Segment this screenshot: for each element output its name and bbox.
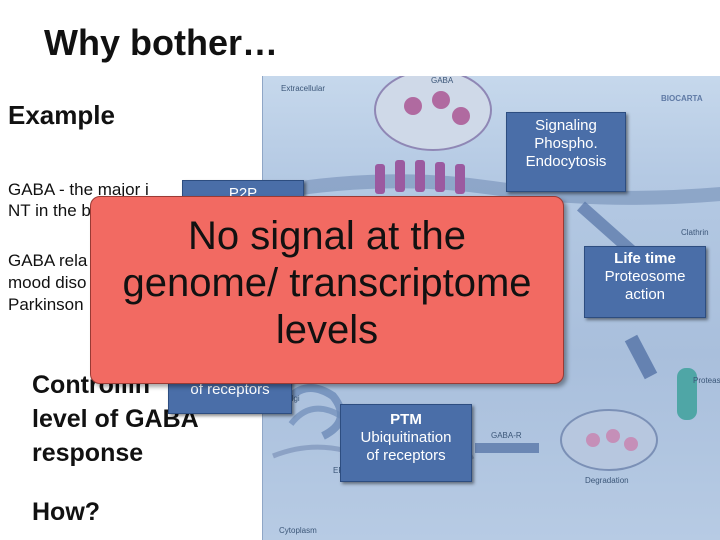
degradation-label: Degradation <box>585 476 629 485</box>
gaba-r-label: GABA-R <box>491 431 522 440</box>
receptor-icon <box>415 160 425 192</box>
proteasome-icon <box>677 368 697 420</box>
gaba-text-line2: NT in the b <box>8 201 91 220</box>
callout-line1: No signal at the <box>188 214 466 258</box>
lifetime-line2: Proteosome <box>604 268 686 285</box>
golgi-icon <box>279 384 345 440</box>
gaba-related-line1: GABA rela <box>8 251 88 270</box>
lifetime-line1: Life time <box>614 250 676 267</box>
gaba-vesicle-icon <box>452 107 470 125</box>
proteasome-label: Proteasome <box>693 376 720 385</box>
slide-title: Why bother… <box>44 22 278 63</box>
gaba-vesicle-icon <box>404 97 422 115</box>
presynaptic-terminal <box>374 76 492 151</box>
how-question: How? <box>32 498 101 526</box>
brand-label: BIOCARTA <box>661 94 703 103</box>
lifetime-box: Life time Proteosome action <box>584 246 706 318</box>
clathrin-label: Clathrin <box>681 228 709 237</box>
gaba-label: GABA <box>431 76 454 85</box>
signaling-line2: Phospho. <box>534 135 598 152</box>
controlling-text: Controllin level of GABA response <box>32 368 199 470</box>
cytoplasm-label: Cytoplasm <box>279 526 317 535</box>
receptor-icon <box>435 162 445 192</box>
golgi-icon <box>288 405 343 426</box>
gaba-text-line1: GABA - the major i <box>8 180 149 199</box>
ptm-line2: Ubiquitination <box>360 429 452 446</box>
er-label: ER <box>333 466 345 475</box>
fragment-icon <box>624 437 638 451</box>
callout-line2: genome/ transcriptome <box>122 261 532 305</box>
no-signal-callout: No signal at the genome/ transcriptome l… <box>90 196 564 384</box>
pathway-illustration <box>263 76 720 475</box>
receptor-icon <box>395 160 405 192</box>
fragment-icon <box>606 429 620 443</box>
cell-membrane <box>263 174 720 205</box>
receptor-icon <box>455 164 465 194</box>
p2p-receptors-label: of receptors <box>190 381 270 398</box>
controlling-line3: response <box>32 439 144 467</box>
gaba-related-line2: mood diso <box>8 273 87 292</box>
signaling-line3: Endocytosis <box>525 153 607 170</box>
lifetime-line3: action <box>624 286 666 303</box>
ptm-line3: of receptors <box>366 447 446 464</box>
extracellular-label: Extracellular <box>281 84 326 93</box>
gaba-related-line3: Parkinson <box>8 295 84 314</box>
gaba-vesicle-icon <box>432 91 450 109</box>
ptm-line1: PTM <box>390 411 422 428</box>
signaling-line1: Signaling <box>535 117 597 134</box>
ptm-box: PTM Ubiquitination of receptors <box>340 404 472 482</box>
example-heading: Example <box>8 100 115 130</box>
receptor-icon <box>375 164 385 194</box>
signaling-box: Signaling Phospho. Endocytosis <box>506 112 626 192</box>
fragment-icon <box>586 433 600 447</box>
callout-line3: levels <box>275 308 379 352</box>
lifetime-arrow <box>624 334 658 380</box>
